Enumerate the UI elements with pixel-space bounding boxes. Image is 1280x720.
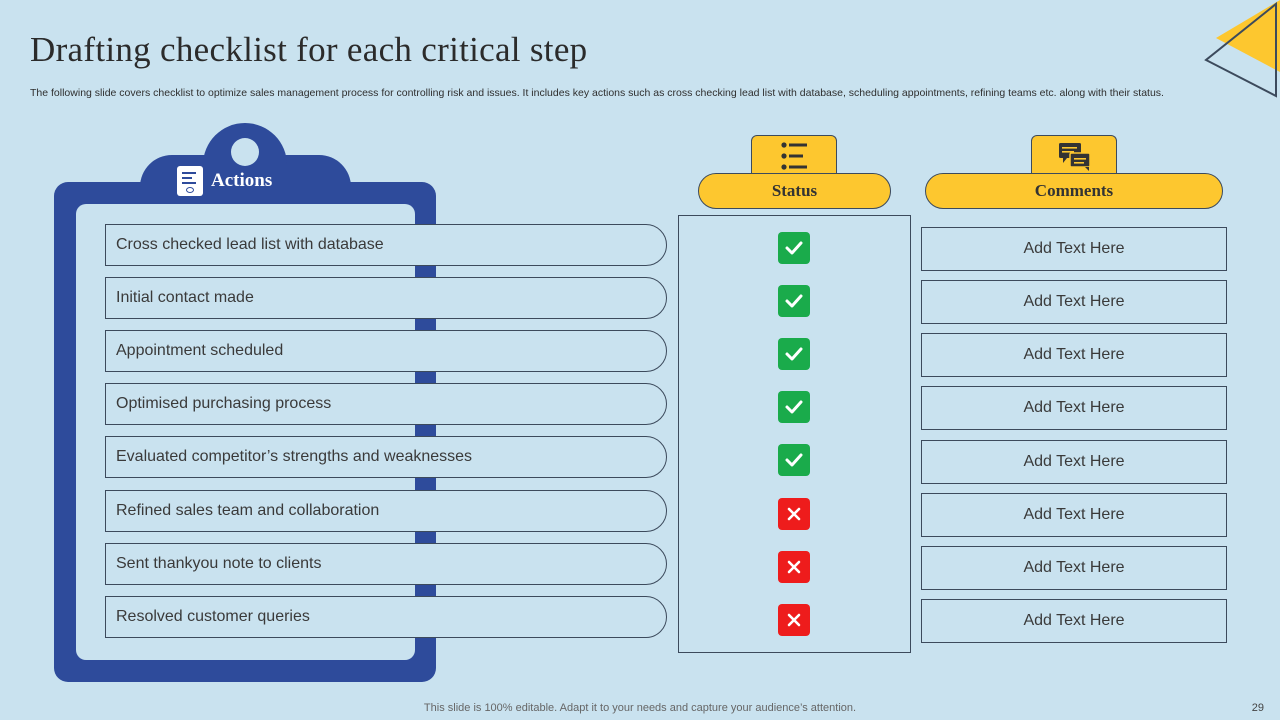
cross-icon (787, 560, 801, 574)
status-header: Status (698, 173, 891, 209)
comment-box[interactable]: Add Text Here (921, 280, 1227, 324)
check-icon (785, 294, 803, 308)
status-not-done (778, 551, 810, 583)
actions-header: Actions (177, 164, 272, 198)
status-column (678, 215, 911, 653)
footer-note: This slide is 100% editable. Adapt it to… (423, 702, 857, 714)
comment-box[interactable]: Add Text Here (921, 546, 1227, 590)
checklist-icon (781, 142, 807, 170)
comments-header: Comments (925, 173, 1223, 209)
action-row: Sent thankyou note to clients (105, 543, 667, 585)
comment-box[interactable]: Add Text Here (921, 440, 1227, 484)
chat-bubbles-icon (1059, 143, 1091, 171)
comment-box[interactable]: Add Text Here (921, 333, 1227, 377)
status-not-done (778, 498, 810, 530)
actions-label: Actions (211, 170, 273, 191)
status-done (778, 285, 810, 317)
action-row: Initial contact made (105, 277, 667, 319)
status-not-done (778, 604, 810, 636)
cross-icon (787, 613, 801, 627)
status-header-tab (751, 135, 837, 175)
comment-box[interactable]: Add Text Here (921, 227, 1227, 271)
check-icon (785, 453, 803, 467)
slide-title: Drafting checklist for each critical ste… (30, 30, 588, 69)
action-row: Resolved customer queries (105, 596, 667, 638)
status-done (778, 338, 810, 370)
slide-subtitle: The following slide covers checklist to … (30, 87, 1164, 99)
action-row: Refined sales team and collaboration (105, 490, 667, 532)
cross-icon (787, 507, 801, 521)
clipboard-paper (76, 204, 415, 660)
check-icon (785, 241, 803, 255)
comment-box[interactable]: Add Text Here (921, 386, 1227, 430)
action-row: Appointment scheduled (105, 330, 667, 372)
clipboard-clip-hole (231, 138, 259, 166)
status-done (778, 444, 810, 476)
check-icon (785, 400, 803, 414)
page-number: 29 (1251, 702, 1264, 714)
comment-box[interactable]: Add Text Here (921, 599, 1227, 643)
action-row: Cross checked lead list with database (105, 224, 667, 266)
triangle-decoration-icon (1204, 0, 1280, 98)
action-row: Evaluated competitor’s strengths and wea… (105, 436, 667, 478)
action-row: Optimised purchasing process (105, 383, 667, 425)
clipboard-document-icon (177, 166, 203, 196)
status-done (778, 391, 810, 423)
comment-box[interactable]: Add Text Here (921, 493, 1227, 537)
comments-header-tab (1031, 135, 1117, 175)
status-done (778, 232, 810, 264)
check-icon (785, 347, 803, 361)
